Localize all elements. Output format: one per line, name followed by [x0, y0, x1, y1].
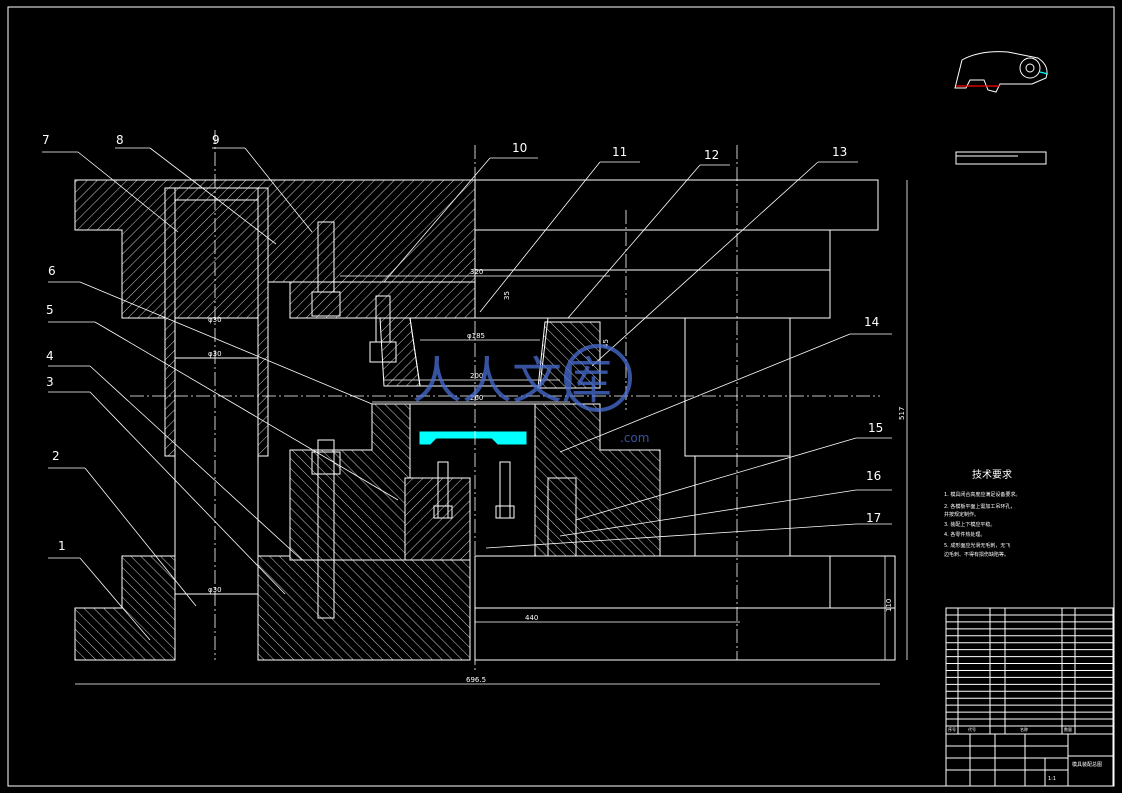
punch-holder-left — [289, 403, 411, 561]
dim-260: 260 — [470, 394, 483, 402]
punch-holder-right — [534, 403, 661, 557]
dimensions: 320 35 φ185 45 200 260 517 110 440 696.5… — [75, 180, 908, 685]
part-label-16: 16 — [866, 469, 881, 483]
dim-35: 35 — [503, 291, 511, 300]
bom-footer-name: 名称 — [1020, 726, 1028, 732]
watermark-sub: .com — [620, 431, 649, 445]
part-label-13: 13 — [832, 145, 847, 159]
part-label-3: 3 — [46, 375, 54, 389]
left-section-view — [74, 179, 515, 661]
title-block-scale: 1:1 — [1048, 776, 1056, 782]
tech-item-2: 2. 各模板平面上需加工吊环孔， — [944, 503, 1015, 510]
watermark: 人人文库 .com — [412, 344, 649, 445]
bom-table: 序号 代号 名称 数量 — [945, 607, 1114, 735]
part-label-5: 5 — [46, 303, 54, 317]
dim-45: 45 — [602, 339, 610, 348]
tech-item-7: 边毛刺、不得有损伤缺陷等。 — [944, 551, 1009, 558]
title-block-name: 模具装配总图 — [1072, 761, 1102, 768]
tech-requirements: 技术要求 1. 模具闭合高度应满足设备要求。 2. 各模板平面上需加工吊环孔， … — [944, 468, 1020, 558]
screw-2 — [317, 439, 335, 619]
bom-footer-qty: 数量 — [1064, 726, 1072, 732]
part-label-9: 9 — [212, 133, 220, 147]
dim-696: 696.5 — [466, 676, 486, 684]
tech-item-6: 5. 成形面应光滑无毛刺，无飞 — [944, 542, 1010, 549]
tech-title: 技术要求 — [972, 468, 1012, 481]
title-block: 模具装配总图 1:1 — [945, 733, 1114, 787]
part-label-14: 14 — [864, 315, 879, 329]
bottom-clamp-plate — [74, 555, 176, 661]
part-label-6: 6 — [48, 264, 56, 278]
bom-footer-no: 序号 — [948, 726, 956, 732]
part-labels: 1 2 3 4 5 6 7 8 9 10 11 12 13 14 15 16 1… — [42, 133, 892, 641]
watermark-text: 人人文库 — [412, 352, 612, 410]
part-label-15: 15 — [868, 421, 883, 435]
part-label-11: 11 — [612, 145, 627, 159]
tech-item-1: 1. 模具闭合高度应满足设备要求。 — [944, 491, 1020, 498]
guide-dim-3: φ30 — [208, 586, 222, 594]
dim-517: 517 — [898, 407, 906, 420]
tech-item-4: 3. 装配上下模应平稳。 — [944, 521, 995, 528]
bom-footer-code: 代号 — [968, 726, 976, 732]
part-label-1: 1 — [58, 539, 66, 553]
part-label-17: 17 — [866, 511, 881, 525]
tech-item-5: 4. 各零件热处理。 — [944, 531, 985, 538]
part-label-4: 4 — [46, 349, 54, 363]
guide-column-right — [257, 187, 269, 457]
tech-item-3: 并按规定制作。 — [944, 511, 979, 518]
guide-dim-1: φ30 — [208, 316, 222, 324]
part-label-12: 12 — [704, 148, 719, 162]
right-outline-view — [384, 179, 896, 661]
part-sketch — [954, 51, 1049, 165]
part-label-7: 7 — [42, 133, 50, 147]
drawing-border — [7, 6, 1115, 787]
bottom-plate-mid — [257, 555, 471, 661]
part-label-2: 2 — [52, 449, 60, 463]
dim-320: 320 — [470, 268, 483, 276]
die-block-right — [537, 321, 601, 389]
dim-440: 440 — [525, 614, 538, 622]
ejector-pin-2 — [499, 461, 511, 519]
dim-phi185: φ185 — [467, 332, 485, 340]
guide-dim-2: φ30 — [208, 350, 222, 358]
guide-bush — [174, 187, 259, 201]
part-label-8: 8 — [116, 133, 124, 147]
workpiece — [419, 431, 527, 445]
part-label-10: 10 — [512, 141, 527, 155]
dim-110: 110 — [885, 599, 893, 612]
dim-200: 200 — [470, 372, 483, 380]
